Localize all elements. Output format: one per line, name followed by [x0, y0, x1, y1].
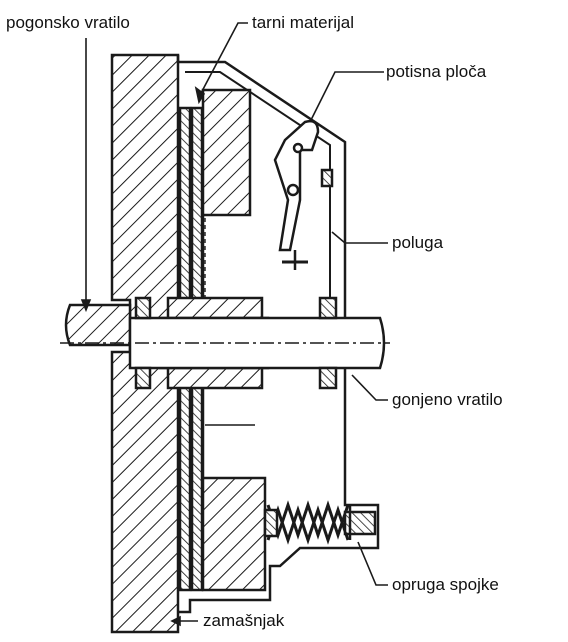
- label-gonjeno-vratilo: gonjeno vratilo: [392, 390, 503, 409]
- leader-tarni: [199, 22, 248, 96]
- cover-bearing-top: [318, 296, 338, 320]
- cover-inner: [185, 71, 331, 298]
- output-shaft: [128, 316, 386, 370]
- pilot-bearing-bottom: [134, 366, 152, 390]
- leader-opruga: [357, 541, 388, 586]
- input-shaft: [64, 303, 132, 347]
- pressure-plate-lower: [201, 476, 267, 592]
- label-poluga: poluga: [392, 233, 444, 252]
- clutch-cover: [176, 55, 380, 614]
- label-tarni-materijal: tarni materijal: [252, 13, 355, 32]
- pilot-bearing-top: [134, 296, 152, 320]
- label-opruga-spojke: opruga spojke: [392, 575, 499, 594]
- clutch-spring: [266, 500, 350, 540]
- label-potisna-ploca: potisna ploča: [386, 62, 487, 81]
- cover-bearing-bottom: [318, 366, 338, 390]
- leader-poluga: [331, 231, 388, 244]
- pressure-plate-upper: [201, 88, 252, 217]
- label-pogonsko-vratilo: pogonsko vratilo: [6, 13, 130, 32]
- leader-gonjeno: [351, 374, 388, 401]
- label-zamasnjak: zamašnjak: [203, 611, 285, 630]
- leader-potisna: [309, 71, 384, 123]
